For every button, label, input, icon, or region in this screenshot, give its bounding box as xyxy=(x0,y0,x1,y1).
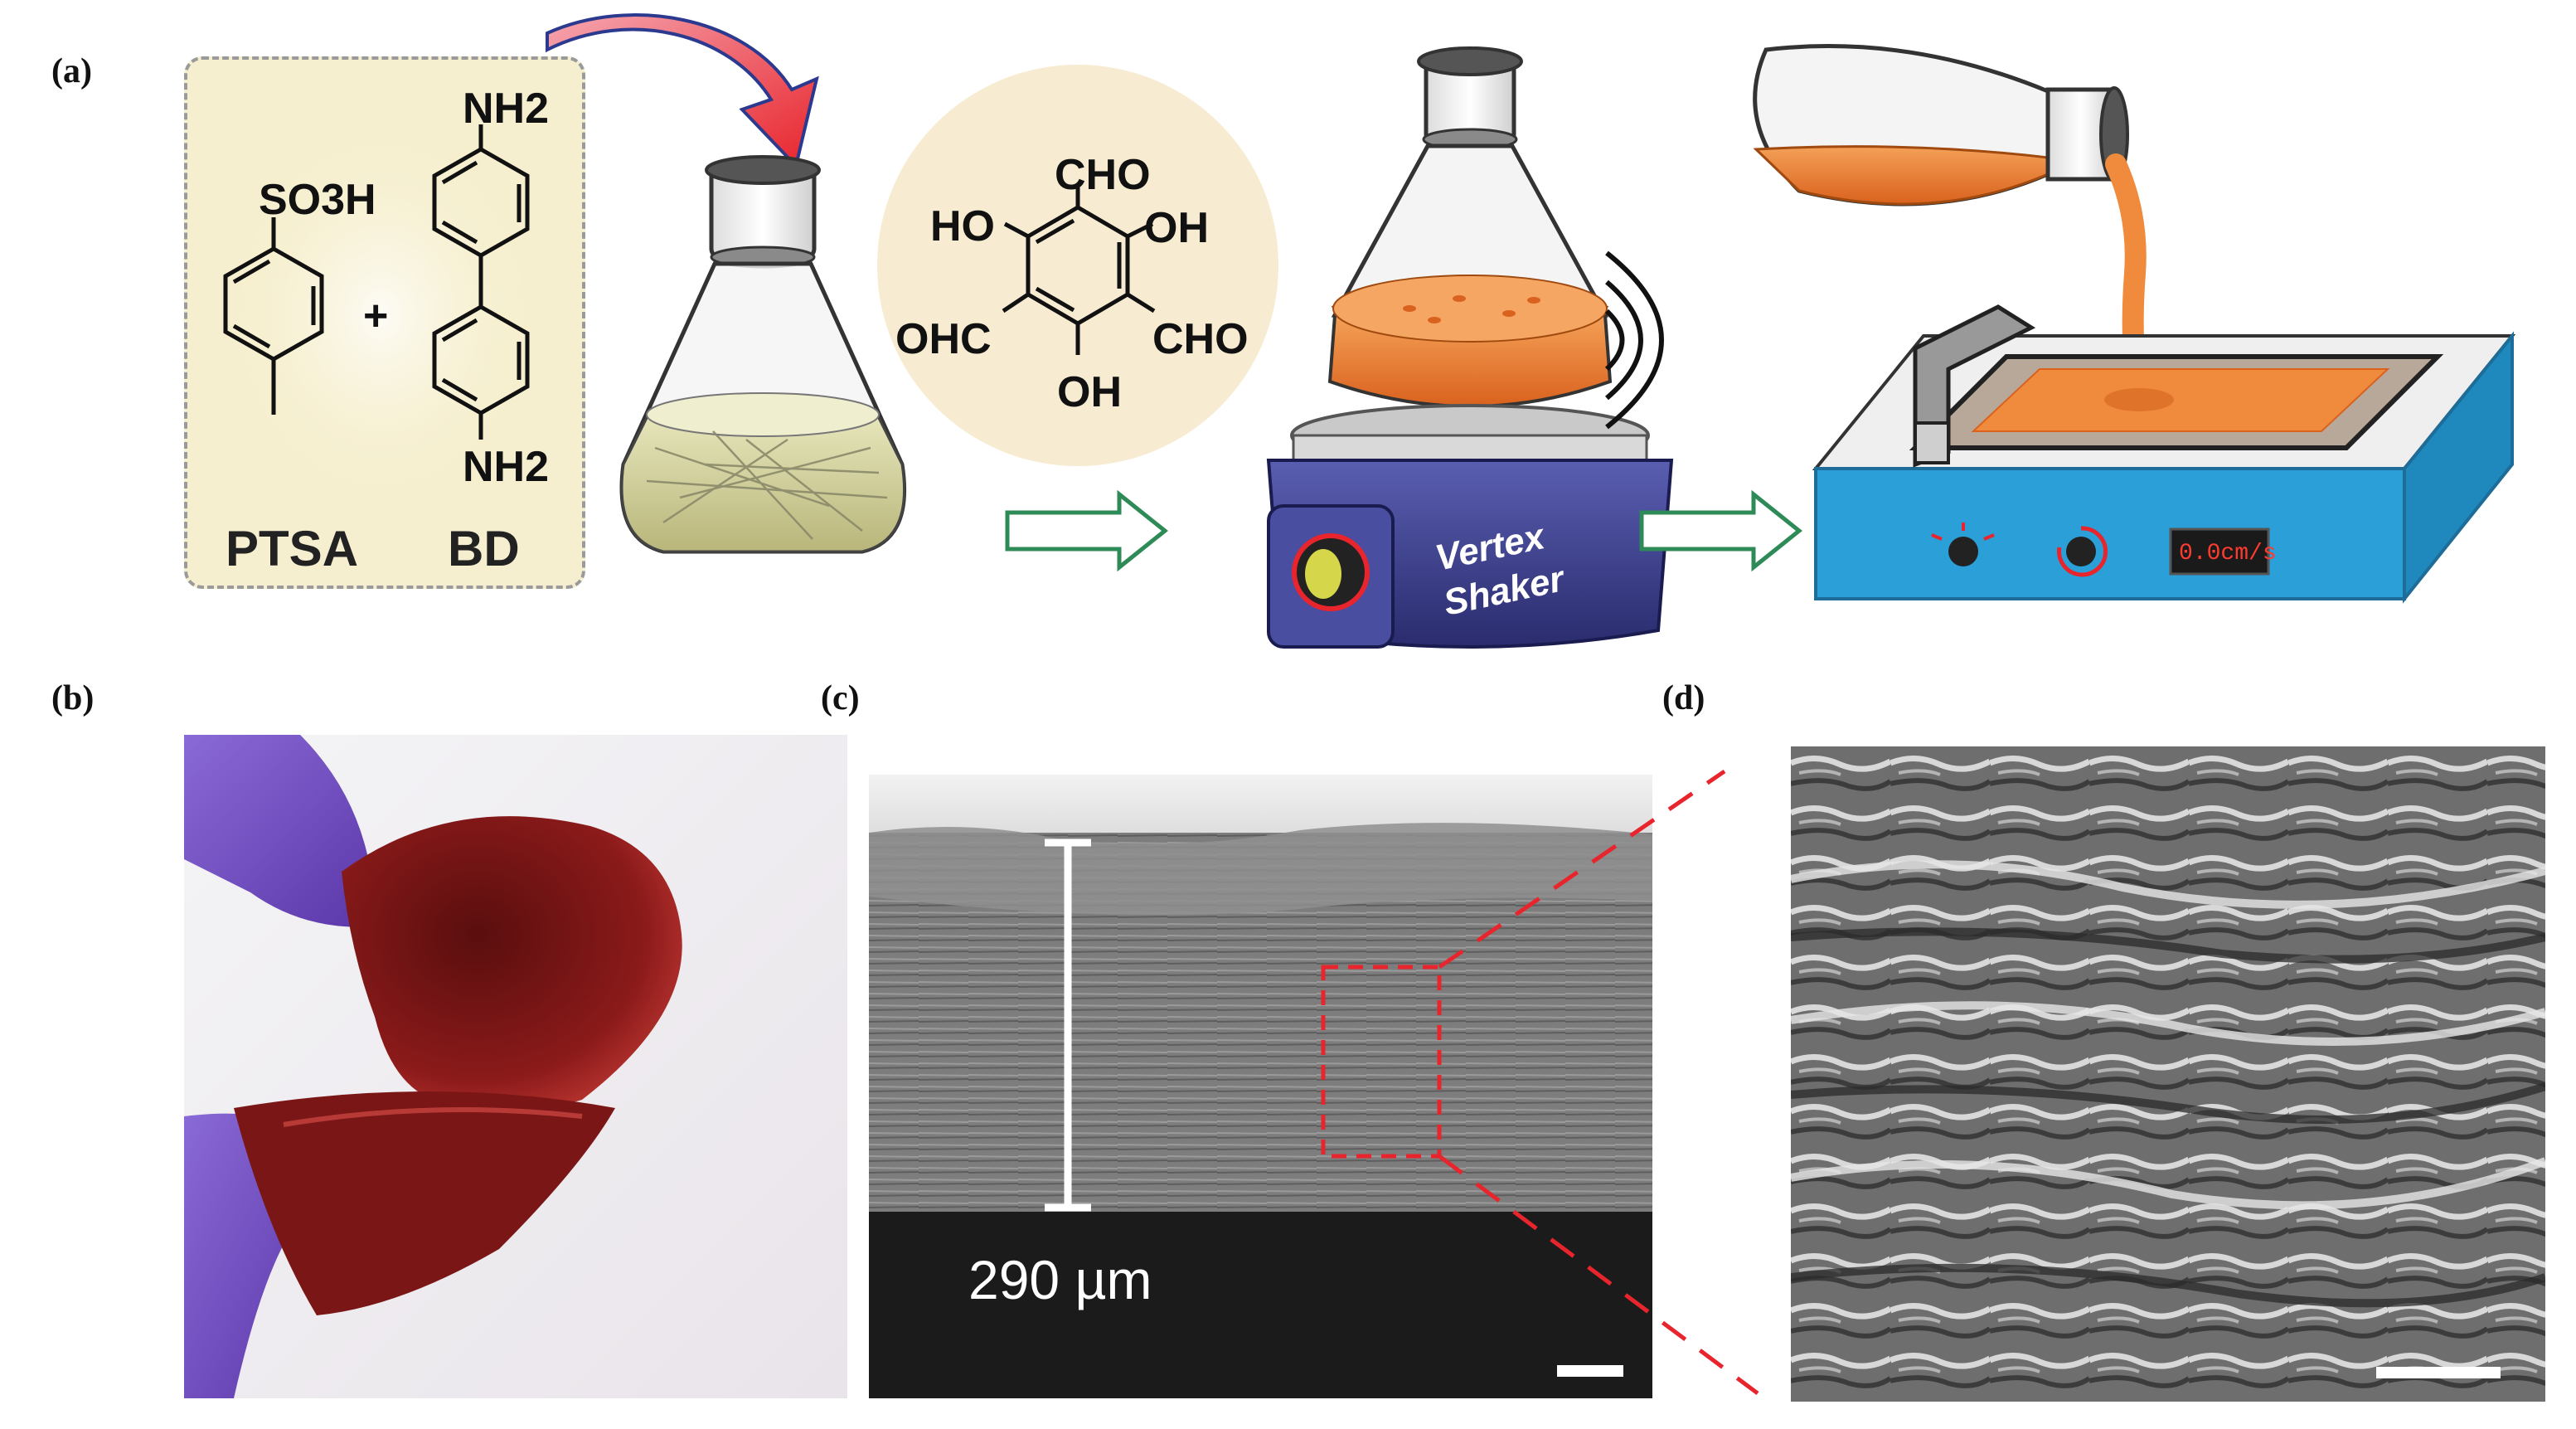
zoom-box xyxy=(1321,965,1442,1159)
ptsa-label: PTSA xyxy=(226,521,358,576)
curved-arrow-icon xyxy=(546,13,819,170)
tp-ohc-left: OHC xyxy=(895,315,992,363)
sem-zoom xyxy=(1791,746,2545,1402)
ptsa-group-label: SO3H xyxy=(259,176,376,224)
molecule-circle xyxy=(877,65,1278,466)
panel-label-d: (d) xyxy=(1662,679,1705,717)
ptsa-molecule xyxy=(223,217,324,415)
plus-sign: + xyxy=(363,292,388,340)
flow-arrow-icon xyxy=(1639,489,1803,572)
scale-bar xyxy=(2376,1367,2501,1378)
panel-label-c: (c) xyxy=(821,679,860,717)
panel-label-a: (a) xyxy=(51,52,92,90)
tp-molecule xyxy=(1002,184,1156,355)
flow-arrow-icon xyxy=(1005,489,1169,572)
sound-waves-icon xyxy=(1604,250,1664,430)
bd-label: BD xyxy=(448,521,520,576)
blade-coater-icon: 0.0cm/s xyxy=(1812,304,2516,604)
scheme-a: SO3H + NH2 NH2 PTSA BD xyxy=(223,13,2516,649)
film-photo xyxy=(184,735,847,1398)
bd-amine-top: NH2 xyxy=(463,85,549,133)
coater-display: 0.0cm/s xyxy=(2179,541,2277,566)
tp-cho-right: CHO xyxy=(1152,315,1249,363)
tp-ho-left: HO xyxy=(930,202,995,250)
tp-oh-right: OH xyxy=(1144,204,1209,252)
flask-icon xyxy=(1753,44,2152,425)
flask-icon xyxy=(619,155,907,554)
bd-molecule xyxy=(432,124,530,440)
film-sheet xyxy=(342,816,682,1112)
bd-amine-bottom: NH2 xyxy=(463,443,549,491)
zoom-connectors xyxy=(1438,769,1759,1396)
sem-thickness-label: 290 µm xyxy=(968,1249,1152,1310)
tp-oh-bottom: OH xyxy=(1057,368,1122,416)
tp-cho-top: CHO xyxy=(1055,151,1151,199)
scale-bar xyxy=(1557,1365,1623,1377)
shaker-icon: Vertex Shaker xyxy=(1266,46,1674,649)
sem-cross-section: 290 µm xyxy=(869,751,1652,1398)
panel-label-b: (b) xyxy=(51,679,95,717)
film-fold xyxy=(234,1091,615,1315)
glove-top xyxy=(184,735,383,927)
